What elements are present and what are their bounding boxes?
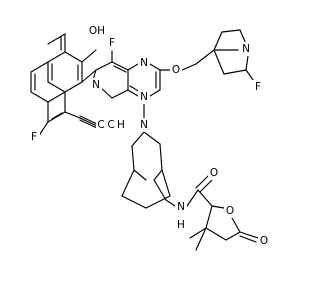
pyrido-nitrogen-label: N (90, 78, 102, 92)
svg-text:O: O (260, 235, 268, 247)
bonds (30, 29, 259, 251)
oh-label: OH (86, 24, 108, 38)
svg-text:N: N (140, 57, 148, 69)
pyrido-fluorine-label: F (106, 36, 118, 50)
naphthalene-fluorine-label: F (28, 130, 40, 144)
svg-text:N: N (140, 91, 148, 103)
amide-nitrogen-label: N (175, 200, 187, 214)
lactone-ring-oxygen-label: O (224, 204, 236, 218)
amide-oxygen-label: O (208, 166, 220, 180)
pyrimidine-top-nitrogen-label: N (138, 56, 150, 70)
alkyne-hydrogen-label: H (116, 118, 126, 132)
svg-text:O: O (210, 167, 218, 179)
svg-text:F: F (109, 37, 115, 49)
svg-text:H: H (177, 219, 185, 231)
svg-text:N: N (140, 119, 148, 131)
pyrrolizidine-nitrogen-label: N (240, 42, 252, 56)
svg-text:C: C (97, 119, 104, 131)
svg-text:N: N (92, 79, 100, 91)
ether-oxygen-label: O (170, 63, 182, 77)
atom-labels: OH F F N N N O N (28, 24, 270, 248)
svg-text:O: O (172, 64, 180, 76)
svg-text:F: F (31, 131, 37, 143)
lactone-carbonyl-oxygen-label: O (258, 234, 270, 248)
molecule-diagram: OH F F N N N O N (28, 24, 270, 251)
svg-text:C: C (107, 119, 114, 131)
svg-text:O: O (226, 205, 234, 217)
svg-text:N: N (177, 201, 185, 213)
pyrrolizidine-fluorine-label: F (252, 80, 264, 94)
svg-text:H: H (117, 119, 125, 131)
pyrimidine-bottom-nitrogen-label: N (138, 90, 150, 104)
svg-text:OH: OH (89, 25, 105, 37)
bicyclic-nitrogen-label: N (138, 118, 150, 132)
svg-text:N: N (242, 43, 250, 55)
bridgehead-hydrogen-label: H (176, 218, 186, 232)
svg-text:F: F (255, 81, 261, 93)
structure-drawing: OH F F N N N O N (28, 24, 270, 251)
alkyne-terminal-carbon-label: C (106, 118, 116, 132)
alkyne-carbon-label: C (96, 118, 106, 132)
